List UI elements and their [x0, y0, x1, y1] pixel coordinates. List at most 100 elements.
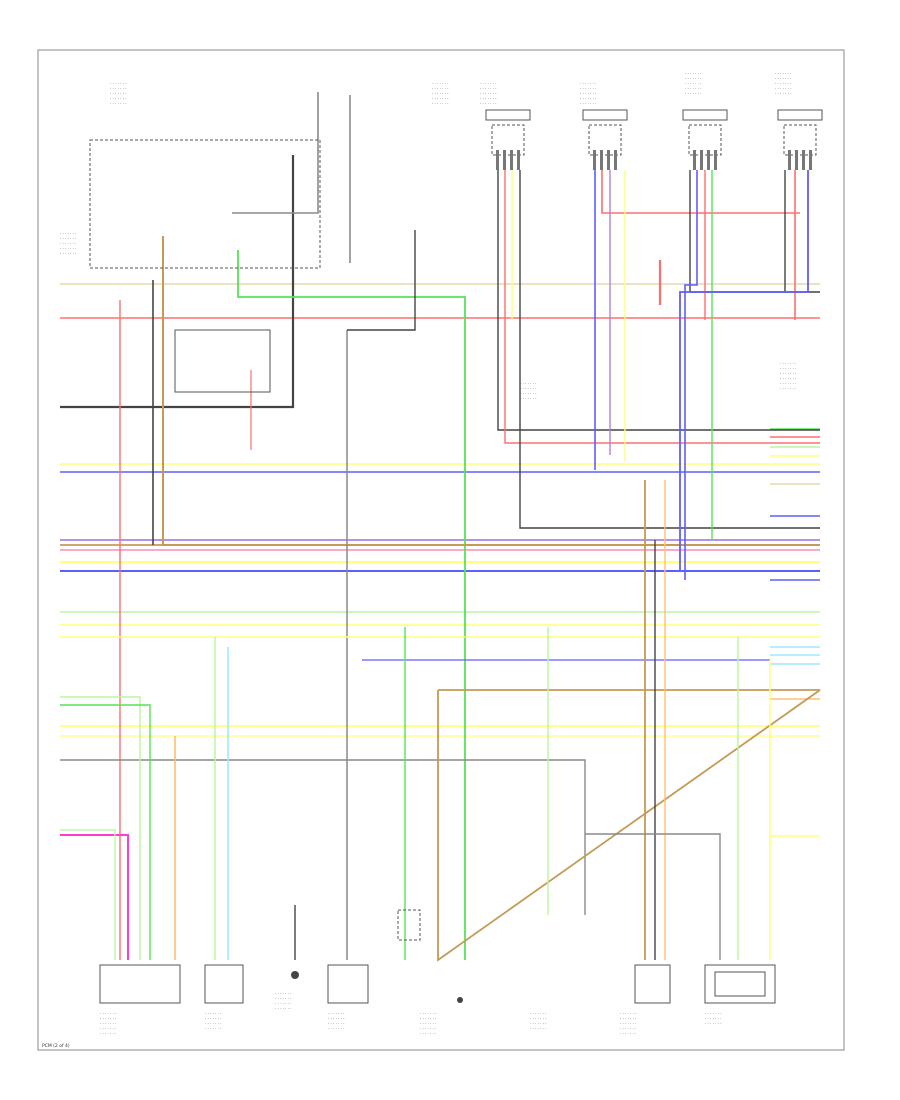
ground-bus [60, 759, 586, 915]
caption-3: · · · · · · · [328, 1021, 345, 1026]
ks-magenta [60, 834, 129, 960]
caption-12: · · · · · · · [685, 91, 702, 96]
throttle-inner-box [714, 971, 766, 997]
o2-sensor-pins-0 [491, 124, 525, 156]
gray-riser [347, 230, 416, 331]
brown-lower [437, 689, 821, 962]
footer-code: PCM (2 of 4) [42, 1043, 70, 1049]
o2-sensor-block-0 [485, 109, 531, 121]
o2-pin-0-3 [517, 150, 520, 170]
o2-2-red [601, 170, 800, 214]
relay-box [89, 139, 321, 269]
knock-sensor-box [99, 964, 181, 1004]
caption-11: · · · · · · · [580, 81, 597, 86]
o2-sensor-block-1 [582, 109, 628, 121]
caption-11: · · · · · · · [580, 86, 597, 91]
o2-sensor-pins-2 [688, 124, 722, 156]
caption-16: · · · · · · · [520, 391, 537, 396]
caption-9: · · · · · · · [432, 101, 449, 106]
caption-4: · · · · · · · [420, 1021, 437, 1026]
caption-2: · · · · · · · [275, 991, 292, 996]
o2-sensor-block-2 [682, 109, 728, 121]
caption-3: · · · · · · · [328, 1026, 345, 1031]
caption-15: · · · · · · · [780, 381, 797, 386]
caption-0: · · · · · · · [100, 1031, 117, 1036]
caption-0: · · · · · · · [100, 1016, 117, 1021]
caption-9: · · · · · · · [432, 86, 449, 91]
caption-15: · · · · · · · [780, 366, 797, 371]
diode-symbol [291, 971, 299, 979]
o2-1-red [504, 170, 820, 444]
caption-14: · · · · · · · [60, 231, 77, 236]
ks-lg2 [60, 829, 116, 960]
caption-15: · · · · · · · [780, 386, 797, 391]
ground-wire [60, 155, 295, 409]
caption-10: · · · · · · · [480, 101, 497, 106]
diagram-border [37, 49, 845, 1051]
switch-box [397, 909, 421, 941]
caption-11: · · · · · · · [580, 91, 597, 96]
caption-2: · · · · · · · [275, 1006, 292, 1011]
data-link-box [174, 329, 271, 393]
o2-pin-1-2 [607, 150, 610, 170]
caption-5: · · · · · · · [530, 1016, 547, 1021]
o2-pin-2-2 [707, 150, 710, 170]
o2-1-gray2 [519, 170, 820, 529]
caption-10: · · · · · · · [480, 81, 497, 86]
caption-1: · · · · · · · [205, 1026, 222, 1031]
o2-sensor-pins-3 [783, 124, 817, 156]
caption-16: · · · · · · · [520, 386, 537, 391]
caption-7: · · · · · · · [705, 1021, 722, 1026]
caption-13: · · · · · · · [775, 76, 792, 81]
caption-4: · · · · · · · [420, 1026, 437, 1031]
o2-pin-1-1 [600, 150, 603, 170]
caption-14: · · · · · · · [60, 251, 77, 256]
o2-pin-0-2 [510, 150, 513, 170]
o2-pin-3-0 [788, 150, 791, 170]
caption-1: · · · · · · · [205, 1011, 222, 1016]
o2-pin-3-1 [795, 150, 798, 170]
caption-10: · · · · · · · [480, 96, 497, 101]
caption-16: · · · · · · · [520, 396, 537, 401]
caption-11: · · · · · · · [580, 101, 597, 106]
caption-3: · · · · · · · [328, 1016, 345, 1021]
ftp-sensor-box [634, 964, 671, 1004]
caption-5: · · · · · · · [530, 1011, 547, 1016]
caption-13: · · · · · · · [775, 91, 792, 96]
caption-6: · · · · · · · [620, 1026, 637, 1031]
caption-5: · · · · · · · [530, 1021, 547, 1026]
wire-layer [60, 92, 821, 962]
o2-pin-0-0 [496, 150, 499, 170]
heated-o2-box [327, 964, 369, 1004]
o2-pin-2-1 [700, 150, 703, 170]
o2-sensor-block-3 [777, 109, 823, 121]
ks-lightgreen [60, 696, 141, 960]
o2-pin-1-0 [593, 150, 596, 170]
caption-8: · · · · · · · [110, 91, 127, 96]
caption-4: · · · · · · · [420, 1016, 437, 1021]
caption-13: · · · · · · · [775, 81, 792, 86]
caption-10: · · · · · · · [480, 86, 497, 91]
caption-6: · · · · · · · [620, 1031, 637, 1036]
caption-1: · · · · · · · [205, 1016, 222, 1021]
o2-pin-1-3 [614, 150, 617, 170]
green-feed [237, 250, 466, 960]
brown-lead [162, 236, 820, 546]
label-layer: · · · · · · ·· · · · · · ·· · · · · · ··… [60, 71, 797, 1036]
o2-pin-3-2 [802, 150, 805, 170]
o2-pin-3-3 [809, 150, 812, 170]
ignition-feed [232, 92, 319, 214]
caption-7: · · · · · · · [705, 1011, 722, 1016]
caption-13: · · · · · · · [775, 86, 792, 91]
caption-16: · · · · · · · [520, 381, 537, 386]
caption-14: · · · · · · · [60, 241, 77, 246]
caption-8: · · · · · · · [110, 101, 127, 106]
caption-9: · · · · · · · [432, 96, 449, 101]
component-layer [89, 109, 823, 1004]
caption-11: · · · · · · · [580, 96, 597, 101]
caption-15: · · · · · · · [780, 361, 797, 366]
o2-sensor-pins-1 [588, 124, 622, 156]
caption-8: · · · · · · · [110, 86, 127, 91]
o2-3-blue [684, 170, 698, 580]
